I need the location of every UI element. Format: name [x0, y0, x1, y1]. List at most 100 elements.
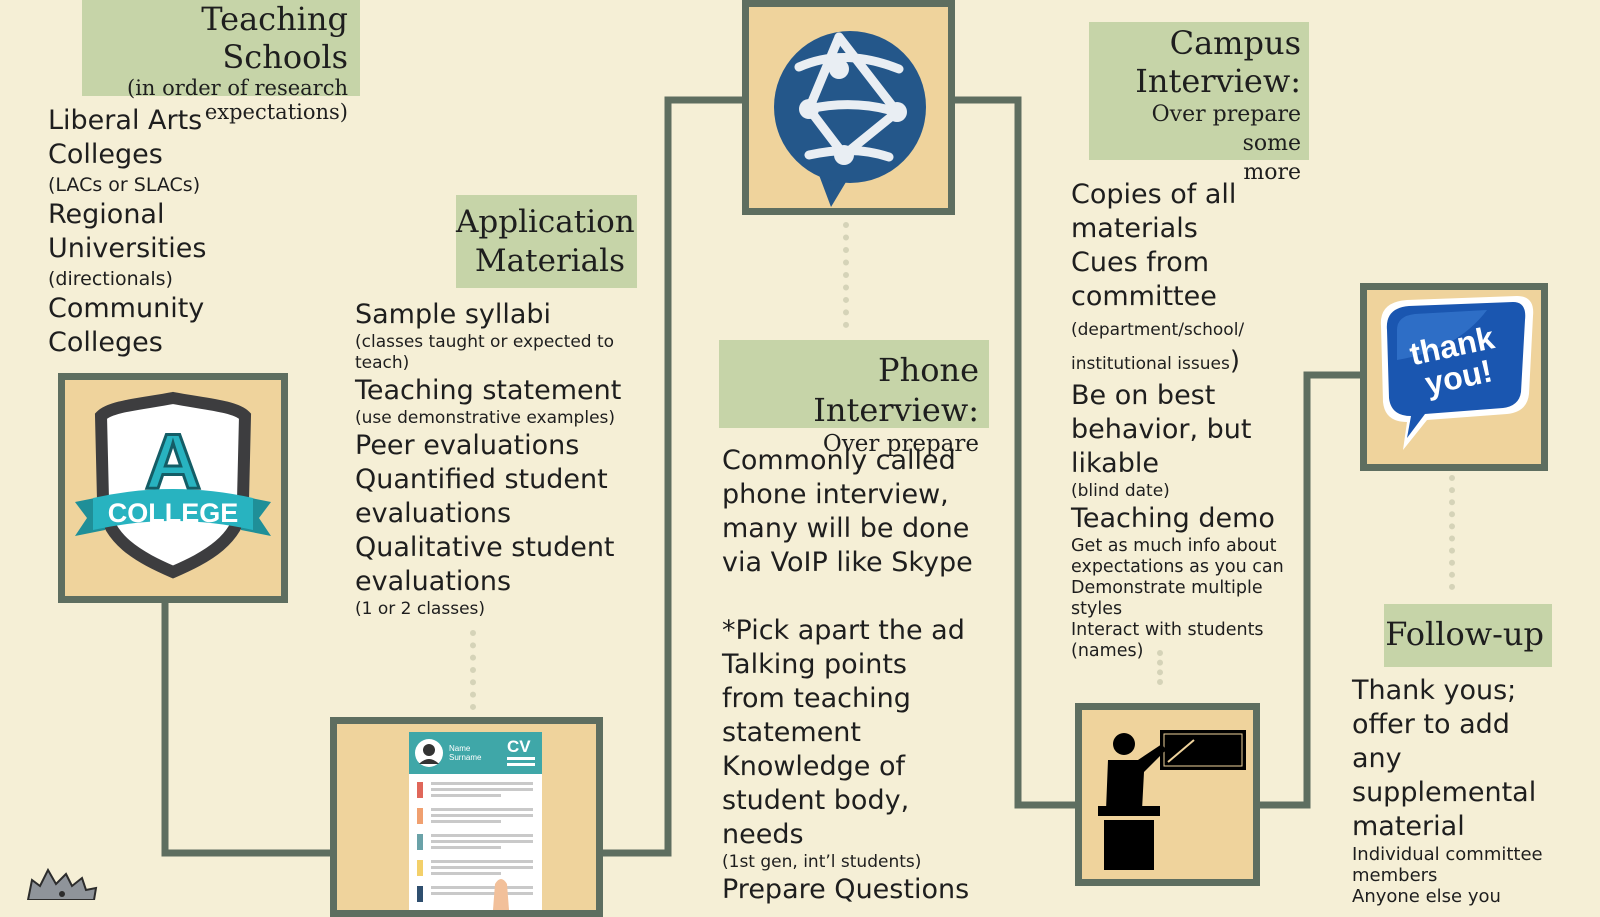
- cv-label: CV: [507, 737, 531, 756]
- dotted-connector: [843, 222, 849, 328]
- list-item: Community: [48, 293, 205, 324]
- follow-up-list: Thank yous; offer to add any supplementa…: [1352, 674, 1592, 907]
- phone-interview-subtitle: Over prepare: [822, 431, 979, 457]
- phone-interview-title: Phone Interview:: [813, 351, 979, 429]
- application-materials-title-line-2: Materials: [474, 243, 625, 279]
- list-item-note: Individual committee: [1352, 844, 1543, 865]
- list-item: likable: [1071, 448, 1159, 479]
- list-item: Liberal Arts: [48, 105, 203, 136]
- list-item: Copies of all: [1071, 179, 1237, 210]
- list-item: evaluations: [355, 498, 512, 529]
- list-item-note: Get as much info about: [1071, 536, 1277, 556]
- badge-banner-text: COLLEGE: [108, 498, 239, 528]
- list-item: Cues from: [1071, 247, 1210, 278]
- list-item-note: (blind date): [1071, 481, 1170, 501]
- list-item: Sample syllabi: [355, 299, 552, 330]
- dotted-connector: [1157, 650, 1163, 685]
- list-item: from teaching: [722, 683, 911, 714]
- dotted-connector: [1449, 475, 1455, 590]
- list-item: Colleges: [48, 139, 163, 170]
- list-item: Quantified student: [355, 464, 608, 495]
- list-item-note: (use demonstrative examples): [355, 408, 616, 428]
- list-item: Talking points: [722, 649, 907, 680]
- list-item: Teaching statement: [355, 375, 622, 406]
- phone-interview-list: Commonly called phone interview, many wi…: [722, 444, 1007, 907]
- teacher-icon: [1098, 730, 1246, 870]
- application-materials-list: Sample syllabi (classes taught or expect…: [355, 298, 655, 620]
- list-item: Universities: [48, 233, 207, 264]
- teaching-schools-header: Teaching Schools (in order of research e…: [82, 0, 360, 124]
- list-item-note: (1 or 2 classes): [355, 599, 486, 619]
- list-item-note: expectations as you can: [1071, 557, 1284, 577]
- list-item: Regional: [48, 199, 165, 230]
- cv-name-line-2: Surname: [449, 753, 482, 762]
- dotted-connector: [470, 630, 476, 710]
- follow-up-header: Follow-up: [1384, 604, 1552, 667]
- list-item-note: (directionals): [48, 268, 173, 290]
- list-item: Colleges: [48, 327, 163, 358]
- list-item: Thank yous;: [1352, 675, 1517, 706]
- list-item: evaluations: [355, 566, 512, 597]
- list-item: Qualitative student: [355, 532, 615, 563]
- follow-up-title: Follow-up: [1385, 615, 1544, 653]
- list-item: materials: [1071, 213, 1198, 244]
- thank-you-frame: thank you!: [1360, 283, 1548, 471]
- list-item: student body,: [722, 785, 910, 816]
- cv-name-line-1: Name: [449, 744, 471, 753]
- teaching-schools-title: Teaching Schools: [201, 0, 348, 76]
- list-item-note: Interact with students: [1071, 620, 1264, 640]
- list-item-note: (1st gen, int’l students): [722, 852, 922, 872]
- campus-interview-list: Copies of all materials Cues from commit…: [1071, 178, 1331, 662]
- list-item: many will be done: [722, 513, 970, 544]
- list-item: Teaching demo: [1071, 503, 1275, 534]
- list-item-note: (department/school/: [1071, 320, 1245, 340]
- globe-chat-icon: [774, 31, 926, 207]
- globe-chat-frame: [742, 0, 955, 215]
- teaching-schools-list: Liberal Arts Colleges (LACs or SLACs) Re…: [48, 104, 338, 360]
- list-item: supplemental: [1352, 777, 1537, 808]
- list-item: needs: [722, 819, 804, 850]
- list-item: Peer evaluations: [355, 430, 580, 461]
- campus-interview-header: Campus Interview: Over prepare some more: [1089, 22, 1309, 185]
- cv-document-icon: Name Surname CV: [409, 732, 542, 910]
- list-item-note: (LACs or SLACs): [48, 174, 201, 196]
- list-item: Prepare Questions: [722, 874, 970, 905]
- campus-interview-title-line-2: Interview:: [1135, 62, 1301, 100]
- list-item: Knowledge of: [722, 751, 906, 782]
- list-item-note: members: [1352, 865, 1438, 886]
- list-item: Commonly called: [722, 445, 956, 476]
- list-item: committee: [1071, 281, 1217, 312]
- list-item: any: [1352, 743, 1402, 774]
- list-item-note: institutional issues: [1071, 354, 1230, 374]
- phone-interview-header: Phone Interview: Over prepare: [719, 340, 989, 457]
- application-materials-title-line-1: Application: [456, 204, 635, 240]
- list-item-note: teach): [355, 353, 410, 373]
- thank-you-bubble-icon: thank you!: [1380, 296, 1534, 450]
- list-item-note: Demonstrate multiple: [1071, 578, 1263, 598]
- teaching-schools-subtitle-line-1: (in order of research: [127, 76, 348, 100]
- teaching-schools-subtitle-line-2: expectations): [204, 100, 348, 124]
- list-item-note: styles: [1071, 599, 1123, 619]
- list-item: behavior, but: [1071, 414, 1252, 445]
- list-item-note: Anyone else you: [1352, 886, 1501, 907]
- teacher-frame: [1075, 703, 1260, 886]
- campus-interview-subtitle-line-1: Over prepare some: [1151, 102, 1301, 156]
- list-item: via VoIP like Skype: [722, 547, 973, 578]
- mascot-icon: [26, 868, 98, 900]
- list-item: Be on best: [1071, 380, 1216, 411]
- campus-interview-title-line-1: Campus: [1169, 24, 1301, 62]
- application-materials-header: Application Materials: [456, 195, 637, 288]
- cv-document-frame: Name Surname CV: [330, 717, 603, 917]
- list-item: statement: [722, 717, 862, 748]
- list-item: phone interview,: [722, 479, 949, 510]
- college-badge-icon: A COLLEGE: [75, 391, 271, 579]
- list-item: offer to add: [1352, 709, 1510, 740]
- list-item-note-close: ): [1229, 346, 1240, 376]
- list-item-note: (classes taught or expected to: [355, 332, 615, 352]
- list-item: *Pick apart the ad: [722, 615, 965, 646]
- list-item-note: (names): [1071, 641, 1144, 661]
- list-item: material: [1352, 811, 1465, 842]
- college-badge-frame: A COLLEGE: [58, 373, 288, 603]
- campus-interview-subtitle-line-2: more: [1243, 160, 1301, 185]
